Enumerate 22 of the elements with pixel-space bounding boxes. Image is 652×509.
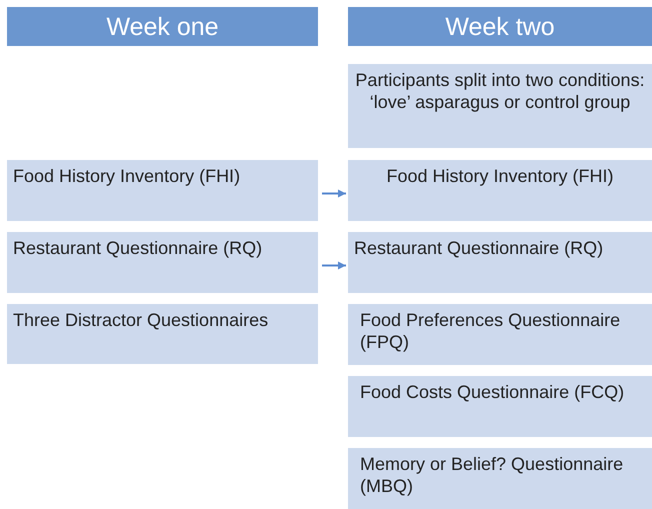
column-header: Week two xyxy=(348,7,652,46)
step-text: Three Distractor Questionnaires xyxy=(13,310,270,332)
column-header: Week one xyxy=(7,7,318,46)
step-text: Restaurant Questionnaire (RQ) xyxy=(13,238,264,260)
step-box xyxy=(7,160,318,221)
step-box xyxy=(348,448,652,509)
step-box xyxy=(348,64,652,148)
step-box xyxy=(348,376,652,437)
step-text: Food History Inventory (FHI) xyxy=(385,166,615,188)
step-box xyxy=(7,232,318,293)
step-text: Food Costs Questionnaire (FCQ) xyxy=(360,382,626,404)
step-text: Food Preferences Questionnaire (FPQ) xyxy=(360,310,622,354)
step-box xyxy=(7,304,318,364)
step-text: Restaurant Questionnaire (RQ) xyxy=(354,238,604,260)
step-box xyxy=(348,304,652,365)
arrow xyxy=(322,190,346,198)
step-text: Food History Inventory (FHI) xyxy=(13,166,242,188)
step-box xyxy=(348,160,652,221)
arrow xyxy=(322,262,346,270)
step-text: Memory or Belief? Questionnaire (MBQ) xyxy=(360,454,624,498)
step-box xyxy=(348,232,652,293)
step-text: Participants split into two conditions: ‘love’ asparagus or control group xyxy=(354,70,646,114)
